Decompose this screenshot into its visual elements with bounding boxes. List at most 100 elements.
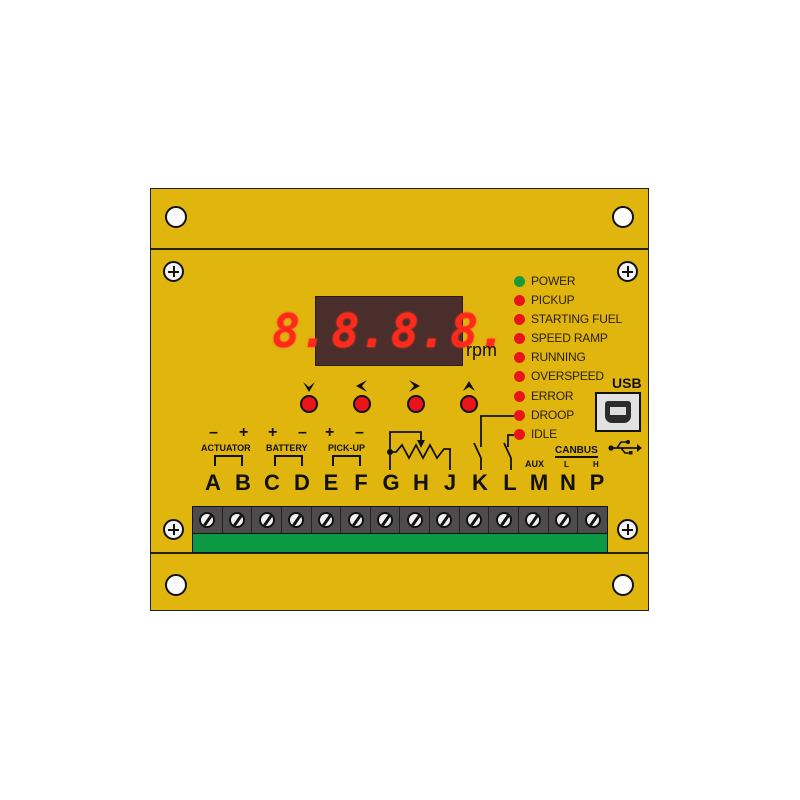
- led-label: SPEED RAMP: [531, 331, 608, 345]
- terminal-l[interactable]: [489, 507, 520, 533]
- display-digit: 8.: [391, 304, 447, 358]
- led-indicator-icon: [514, 275, 525, 287]
- led-label: PICKUP: [531, 293, 575, 307]
- led-label: DROOP: [531, 408, 575, 422]
- actuator-bracket: [214, 455, 243, 466]
- pickup-bracket: [332, 455, 361, 466]
- terminal-label: A: [205, 470, 221, 495]
- terminal-b[interactable]: [223, 507, 253, 533]
- screw-icon: [163, 261, 184, 282]
- rpm-unit-label: rpm: [466, 340, 497, 360]
- terminal-label: F: [354, 470, 368, 495]
- terminal-label: B: [235, 470, 251, 495]
- chevron-right-icon: [409, 380, 420, 392]
- terminal-label: J: [443, 470, 457, 495]
- mounting-hole-bottom-right: [612, 574, 634, 596]
- screw-icon: [495, 512, 512, 528]
- chevron-down-icon: [303, 382, 315, 392]
- terminal-base: [192, 534, 608, 553]
- led-label: OVERSPEED: [531, 369, 604, 383]
- terminal-label: M: [529, 470, 549, 495]
- terminal-label: K: [472, 470, 488, 495]
- terminal-n[interactable]: [549, 507, 579, 533]
- terminal-g[interactable]: [371, 507, 401, 533]
- terminal-label: N: [560, 470, 576, 495]
- aux-label: AUX: [525, 459, 545, 469]
- mounting-hole-bottom-left: [165, 574, 187, 596]
- led-indicator-icon: [514, 428, 525, 440]
- terminal-block: [192, 506, 608, 553]
- led-overspeed: OVERSPEED: [514, 368, 604, 384]
- terminal-m[interactable]: [519, 507, 549, 533]
- led-indicator-icon: [514, 370, 525, 382]
- actuator-minus-sign: –: [209, 424, 218, 441]
- screw-icon: [199, 512, 216, 528]
- actuator-label: ACTUATOR: [201, 443, 251, 453]
- led-indicator-icon: [514, 313, 525, 325]
- battery-label: BATTERY: [266, 443, 308, 453]
- screw-icon: [436, 512, 453, 528]
- display-digit: 8.: [331, 304, 387, 358]
- led-idle: IDLE: [514, 426, 557, 442]
- usb-b-connector-icon: [605, 401, 631, 423]
- screw-icon: [317, 512, 334, 528]
- screw-icon: [258, 512, 275, 528]
- led-indicator-icon: [514, 351, 525, 363]
- battery-minus-sign: –: [298, 424, 307, 441]
- screw-icon: [617, 261, 638, 282]
- led-label: ERROR: [531, 389, 574, 403]
- led-starting-fuel: STARTING FUEL: [514, 311, 622, 327]
- top-band-divider: [151, 248, 648, 250]
- terminal-k[interactable]: [460, 507, 490, 533]
- led-label: RUNNING: [531, 350, 586, 364]
- terminal-h[interactable]: [400, 507, 431, 533]
- usb-port[interactable]: [595, 392, 641, 432]
- led-droop: DROOP: [514, 407, 574, 423]
- bottom-band-divider: [151, 552, 648, 554]
- pickup-label: PICK-UP: [328, 443, 366, 453]
- mounting-hole-top-left: [165, 206, 187, 228]
- terminal-j[interactable]: [430, 507, 460, 533]
- canbus-high-label: H: [593, 460, 599, 469]
- terminal-p[interactable]: [578, 507, 607, 533]
- usb-icon: [608, 440, 642, 455]
- terminal-label: L: [503, 470, 517, 495]
- battery-plus-sign: +: [268, 424, 278, 441]
- led-indicator-icon: [514, 294, 525, 306]
- up-button[interactable]: [460, 395, 478, 413]
- rpm-display: 8. 8. 8. 8.: [272, 296, 506, 366]
- chevron-left-icon: [356, 380, 367, 392]
- actuator-plus-sign: +: [239, 424, 249, 441]
- terminal-label: P: [589, 470, 605, 495]
- down-button[interactable]: [300, 395, 318, 413]
- led-power: POWER: [514, 273, 576, 289]
- canbus-low-label: L: [564, 460, 569, 469]
- terminal-label: D: [294, 470, 310, 495]
- screw-icon: [555, 512, 571, 528]
- led-label: STARTING FUEL: [531, 312, 622, 326]
- terminal-d[interactable]: [282, 507, 312, 533]
- battery-bracket: [274, 455, 303, 466]
- left-button[interactable]: [353, 395, 371, 413]
- screw-icon: [288, 512, 305, 528]
- terminal-f[interactable]: [341, 507, 371, 533]
- mounting-hole-top-right: [612, 206, 634, 228]
- screw-icon: [466, 512, 483, 528]
- screw-icon: [406, 512, 423, 528]
- led-error: ERROR: [514, 388, 574, 404]
- canbus-label: CANBUS: [555, 445, 598, 458]
- display-digit: 8.: [450, 304, 506, 358]
- screw-icon: [347, 512, 364, 528]
- led-label: IDLE: [531, 427, 557, 441]
- pickup-plus-sign: +: [325, 424, 335, 441]
- screw-icon: [525, 512, 542, 528]
- led-pickup: PICKUP: [514, 292, 575, 308]
- terminal-label: H: [413, 470, 429, 495]
- right-button[interactable]: [407, 395, 425, 413]
- terminal-e[interactable]: [312, 507, 342, 533]
- terminal-c[interactable]: [252, 507, 282, 533]
- chevron-up-icon: [463, 381, 475, 391]
- terminal-a[interactable]: [193, 507, 223, 533]
- pickup-minus-sign: –: [355, 424, 364, 441]
- screw-icon: [163, 519, 184, 540]
